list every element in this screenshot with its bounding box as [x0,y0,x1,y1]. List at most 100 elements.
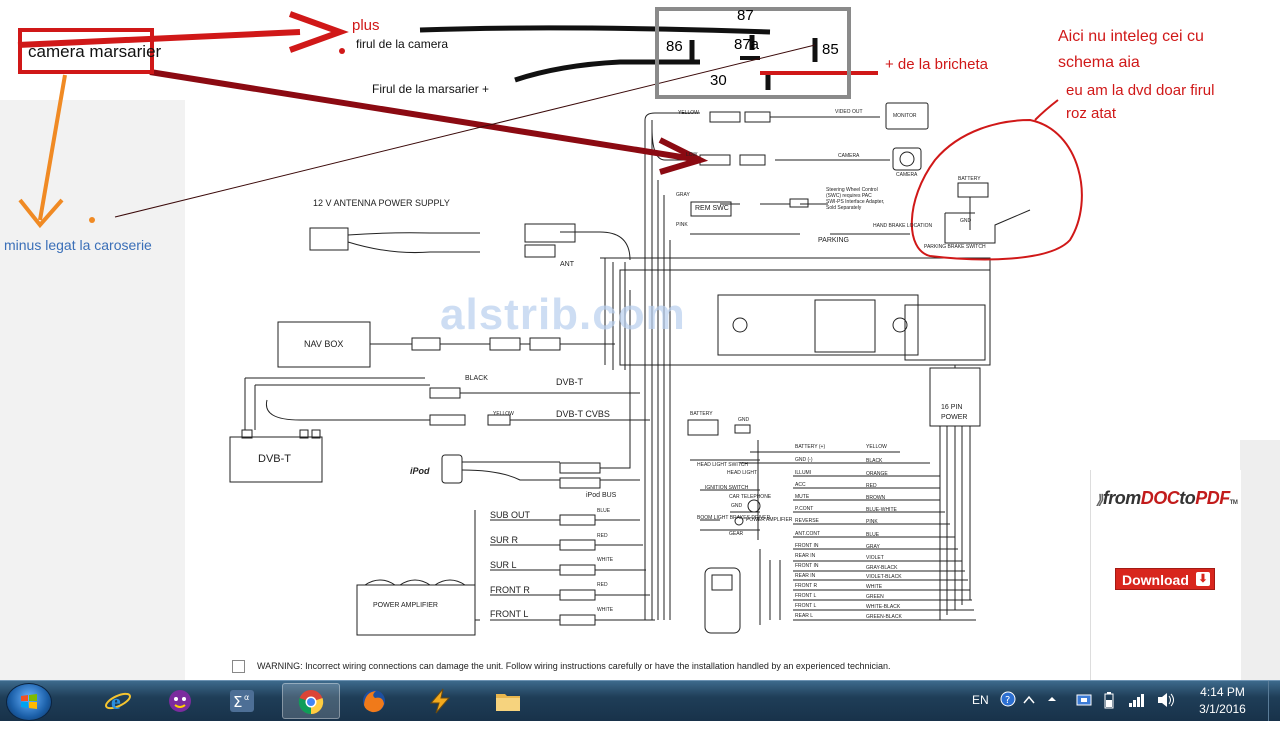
monitor-label: MONITOR [893,113,917,119]
help-icon[interactable]: ? [1000,691,1016,731]
gnd-label: GND [960,218,972,224]
battery-icon[interactable] [1103,691,1115,731]
dvbt-wire-label: DVB-T [556,377,583,387]
rem-swc-label: REM SWC [695,205,729,212]
taskbar: e Σ α [0,680,1280,721]
power-wire-color: WHITE [866,584,883,590]
internet-explorer-icon: e [105,689,131,714]
fromdoctopdf-logo[interactable]: ⟫fromDOCtoPDFTM [1096,488,1238,509]
winamp-taskbar-button[interactable] [412,683,470,719]
start-button[interactable] [6,683,52,721]
parking-label: PARKING [818,237,849,244]
volume-icon[interactable] [1156,691,1176,731]
battery-label: BATTERY [958,176,981,182]
top-yellow-label: YELLOW [678,110,699,116]
power-wire-fn: REAR IN [795,573,816,579]
rca-output-color: RED [597,582,608,588]
note-annotation-line1: eu am la dvd doar firul [1066,82,1215,99]
download-button[interactable]: Download ⬇ [1115,568,1215,590]
rca-output-color: WHITE [597,607,614,613]
firefox-icon [363,690,385,713]
page-background-right [1240,440,1280,680]
keyboard-options-icon[interactable] [1022,693,1036,733]
rca-output-label: FRONT R [490,585,530,595]
internet-explorer-taskbar-button[interactable]: e [90,683,148,719]
ad-logo-part: from [1102,488,1142,508]
svg-text:α: α [244,693,249,702]
yahoo-messenger-taskbar-button[interactable] [152,683,210,719]
antenna-supply-label: 12 V ANTENNA POWER SUPPLY [313,198,450,208]
rca-output-label: SUR R [490,535,519,545]
warning-checkbox [232,660,245,673]
dvbt-box-label: DVB-T [258,453,291,465]
file-explorer-taskbar-button[interactable] [480,683,538,719]
power-wire-color: VIOLET-BLACK [866,574,902,580]
ipod-bus-label: iPod BUS [586,492,617,499]
power-wire-fn: FRONT IN [795,563,819,569]
pin16-sub-label: POWER [941,414,968,421]
math-app-taskbar-button[interactable]: Σ α [214,683,272,719]
power-wire-fn: BATTERY (+) [795,444,826,450]
warning-notice: WARNING: Incorrect wiring connections ca… [232,660,891,673]
power-wire-fn: FRONT L [795,603,817,609]
camera-annotation-box [18,28,154,74]
power-wire-fn: FRONT R [795,583,818,589]
rca-output-label: FRONT L [490,609,529,619]
dvbt-cvbs-label: DVB-T CVBS [556,409,610,419]
sigma-math-icon: Σ α [230,690,254,712]
ad-logo-part: PDF [1195,488,1230,508]
power-wire-fn: REAR IN [795,553,816,559]
left-block-label: HEAD LIGHT [727,470,758,476]
chrome-taskbar-button[interactable] [282,683,340,719]
pink-wire-label: PINK [676,222,688,228]
power-wire-fn: FRONT IN [795,543,819,549]
system-clock[interactable]: 4:14 PM 3/1/2016 [1185,684,1260,718]
relay-pin-86: 86 [666,38,683,55]
firefox-taskbar-button[interactable] [346,683,404,719]
download-button-label: Download [1122,572,1189,588]
camera-annotation-label: camera marsarier [28,42,162,61]
power-amplifier-label: POWER AMPLIFIER [373,602,438,609]
power-wire-color: BLUE [866,532,880,538]
network-device-icon[interactable] [1075,691,1093,731]
clock-time: 4:14 PM [1200,685,1245,699]
wiring-diagram [17,11,1083,636]
relay-pin-85: 85 [822,41,839,58]
power-wire-fn: ACC [795,482,806,488]
screenshot-canvas: camera marsarier plus firul de la camera… [0,7,1280,680]
power-wire-color: BROWN [866,495,886,501]
left-block-label: BOOM LIGHT BRAKES DRIVER [697,515,771,521]
show-hidden-icons-icon[interactable] [1046,693,1058,733]
download-arrow-icon: ⬇ [1196,572,1210,586]
rca-output-color: BLUE [597,508,611,514]
power-wire-color: WHITE-BLACK [866,604,901,610]
power-wire-fn: REVERSE [795,518,819,524]
rca-output-color: WHITE [597,557,614,563]
plus-annotation: plus [352,17,380,34]
winamp-lightning-icon [429,688,451,714]
ground-annotation: minus legat la caroserie [4,237,152,253]
watermark: alstrib.com [440,290,686,339]
svg-text:?: ? [1005,695,1010,706]
power-wire-fn: ANT.CONT [795,531,820,537]
nav-box-label: NAV BOX [304,339,344,349]
wifi-signal-icon[interactable] [1128,692,1146,732]
power-wire-color: GREEN [866,594,884,600]
rca-output-color: RED [597,533,608,539]
parking-brake-switch-label: PARKING BRAKE SWITCH [924,244,986,250]
page-background-left [0,100,185,680]
power-wire-color: PINK [866,519,878,525]
reverse-wire-annotation: Firul de la marsarier + [372,82,490,96]
power-wire-color: RED [866,483,877,489]
power-wire-color: ORANGE [866,471,888,477]
swc-note-line: Steering Wheel Control [826,187,878,193]
yahoo-messenger-icon [169,690,191,712]
ad-logo-tm: TM [1229,500,1238,506]
hand-brake-label: HAND BRAKE LOCATION [873,223,933,229]
battery-small-label: BATTERY [690,411,713,417]
question-annotation-line2: schema aia [1058,54,1140,71]
power-wire-fn: ILLUMI [795,470,812,476]
language-indicator[interactable]: EN [972,693,989,707]
show-desktop-button[interactable] [1268,681,1280,721]
windows-logo-icon [21,694,37,709]
